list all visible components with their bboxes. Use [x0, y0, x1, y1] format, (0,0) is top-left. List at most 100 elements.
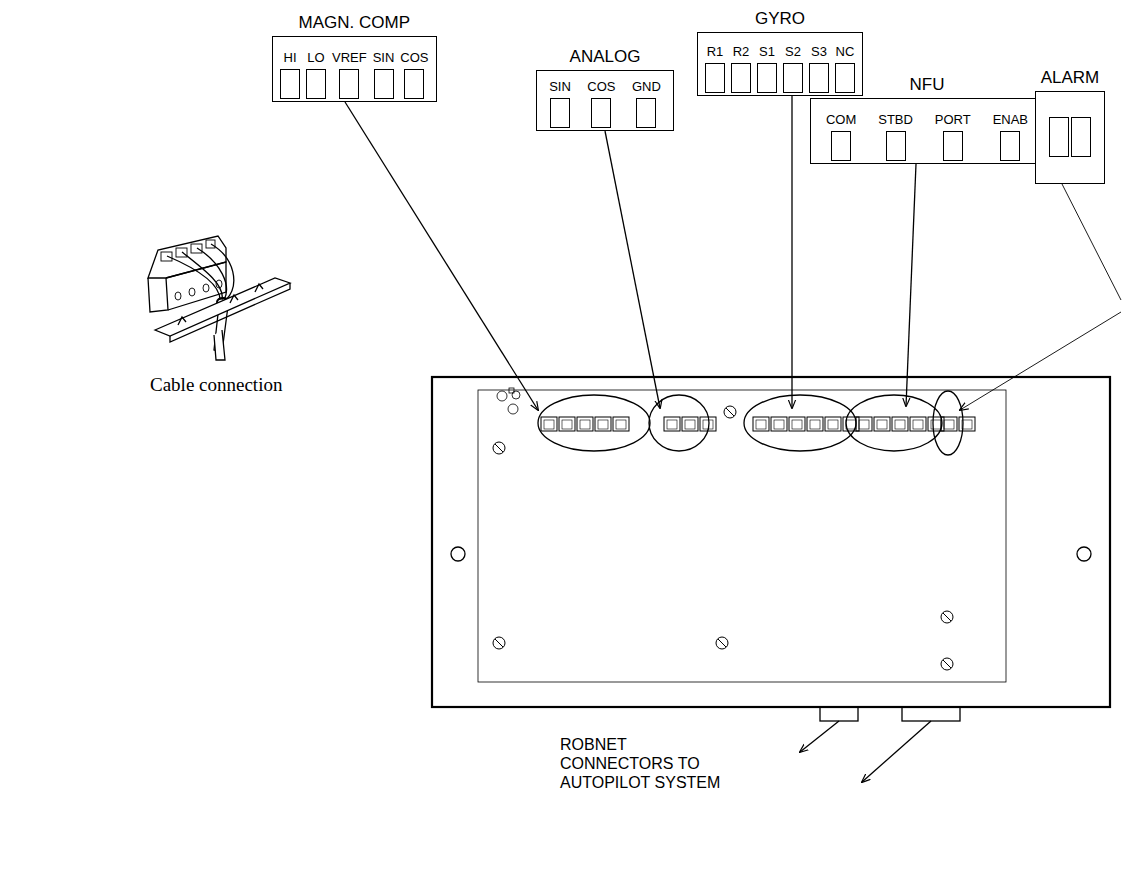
board-terminal [685, 420, 695, 429]
leader-line [862, 721, 931, 782]
screw [493, 442, 505, 454]
board-terminal [807, 417, 823, 431]
terminal [1048, 117, 1070, 157]
leader-line [791, 96, 792, 408]
pin-label: SIN [373, 50, 395, 65]
terminal: LO [306, 50, 326, 99]
board-terminal [843, 417, 859, 431]
pin-label: STBD [878, 112, 913, 127]
pin-label: ENAB [993, 112, 1028, 127]
terminal: S1 [757, 44, 777, 93]
terminal-socket [1071, 117, 1091, 157]
terminal: PORT [935, 112, 971, 161]
terminal-row: SINCOSGND [537, 79, 673, 128]
robnet-connector [902, 707, 960, 721]
terminal: NC [835, 44, 855, 93]
terminal-block-box: GYROR1R2S1S2S3NC [697, 32, 863, 96]
component [497, 391, 507, 401]
terminal-socket [831, 131, 851, 161]
terminal-socket [1049, 117, 1069, 157]
board-terminal [874, 417, 890, 431]
terminal-socket [705, 63, 725, 93]
board-terminal [810, 420, 820, 429]
terminal-socket [404, 69, 424, 99]
robnet-connector [820, 707, 858, 721]
housing [432, 377, 1110, 707]
board-terminal [559, 417, 575, 431]
terminal-row: COM STBD PORT ENAB [811, 112, 1043, 161]
board-terminal [580, 420, 590, 429]
board-terminal [913, 420, 923, 429]
board-terminal [667, 420, 677, 429]
board-terminal [577, 417, 593, 431]
terminal: COS [587, 79, 615, 128]
board-terminal [941, 417, 957, 431]
terminal-socket [757, 63, 777, 93]
board-terminal [928, 417, 944, 431]
terminal-block-box: MAGN. COMPHILOVREFSINCOS [272, 36, 437, 102]
terminal: R2 [731, 44, 751, 93]
pin-label: COS [400, 50, 428, 65]
terminal-socket [835, 63, 855, 93]
leader-line [1062, 184, 1121, 300]
terminal-socket [636, 98, 656, 128]
pin-label: R2 [733, 44, 750, 59]
block-title: NFU [811, 75, 1043, 95]
connector-label: ROBNET CONNECTORS TO AUTOPILOT SYSTEM [560, 735, 735, 793]
block-title: ANALOG [537, 47, 673, 67]
terminal: ENAB [993, 112, 1028, 161]
pin-label: NC [836, 44, 855, 59]
terminal-socket [886, 131, 906, 161]
screw [941, 611, 953, 623]
cable-connector-illustration [148, 236, 290, 360]
terminal-socket [731, 63, 751, 93]
caption-label: Cable connection [150, 374, 330, 396]
board-terminal [562, 420, 572, 429]
screw [941, 658, 953, 670]
terminal-block-box: NFUCOMSTBDPORTENAB [810, 98, 1044, 164]
board-terminal [664, 417, 680, 431]
component [512, 391, 520, 399]
screw [718, 639, 726, 647]
terminal-row [1036, 117, 1104, 157]
screw [943, 613, 951, 621]
mount-hole [451, 547, 465, 561]
block-title: ALARM [1036, 68, 1104, 88]
terminal-socket [591, 98, 611, 128]
board-terminal [756, 420, 766, 429]
terminal: S2 [783, 44, 803, 93]
terminal: STBD [878, 112, 913, 161]
pin-label: COM [826, 112, 856, 127]
terminal [1070, 117, 1092, 157]
board-terminal [771, 417, 787, 431]
board-terminal [613, 417, 629, 431]
board-terminal [700, 417, 716, 431]
leader-line [800, 721, 839, 752]
terminal-socket [550, 98, 570, 128]
terminal-socket [1000, 131, 1020, 161]
terminal-block-box: ALARM [1035, 91, 1105, 184]
terminal: COM [826, 112, 856, 161]
board-terminal [541, 417, 557, 431]
board-terminal [856, 417, 872, 431]
board-terminal [703, 420, 713, 429]
circuit-board [478, 390, 1006, 682]
board-terminal [789, 417, 805, 431]
board-terminal [595, 417, 611, 431]
board-terminal [846, 420, 856, 429]
leader-line [345, 102, 538, 410]
board-terminal [774, 420, 784, 429]
terminal: HI [280, 50, 300, 99]
board-terminal [753, 417, 769, 431]
terminal-socket [783, 63, 803, 93]
terminal-row: HILOVREF SIN COS [273, 50, 436, 99]
leader-line [960, 312, 1121, 410]
board-terminal [895, 420, 905, 429]
terminal: VREF [332, 50, 367, 99]
pin-label: R1 [707, 44, 724, 59]
leader-line [605, 131, 660, 408]
pin-label: S3 [811, 44, 827, 59]
pin-label: S1 [759, 44, 775, 59]
terminal-socket [306, 69, 326, 99]
terminal: SIN [549, 79, 571, 128]
